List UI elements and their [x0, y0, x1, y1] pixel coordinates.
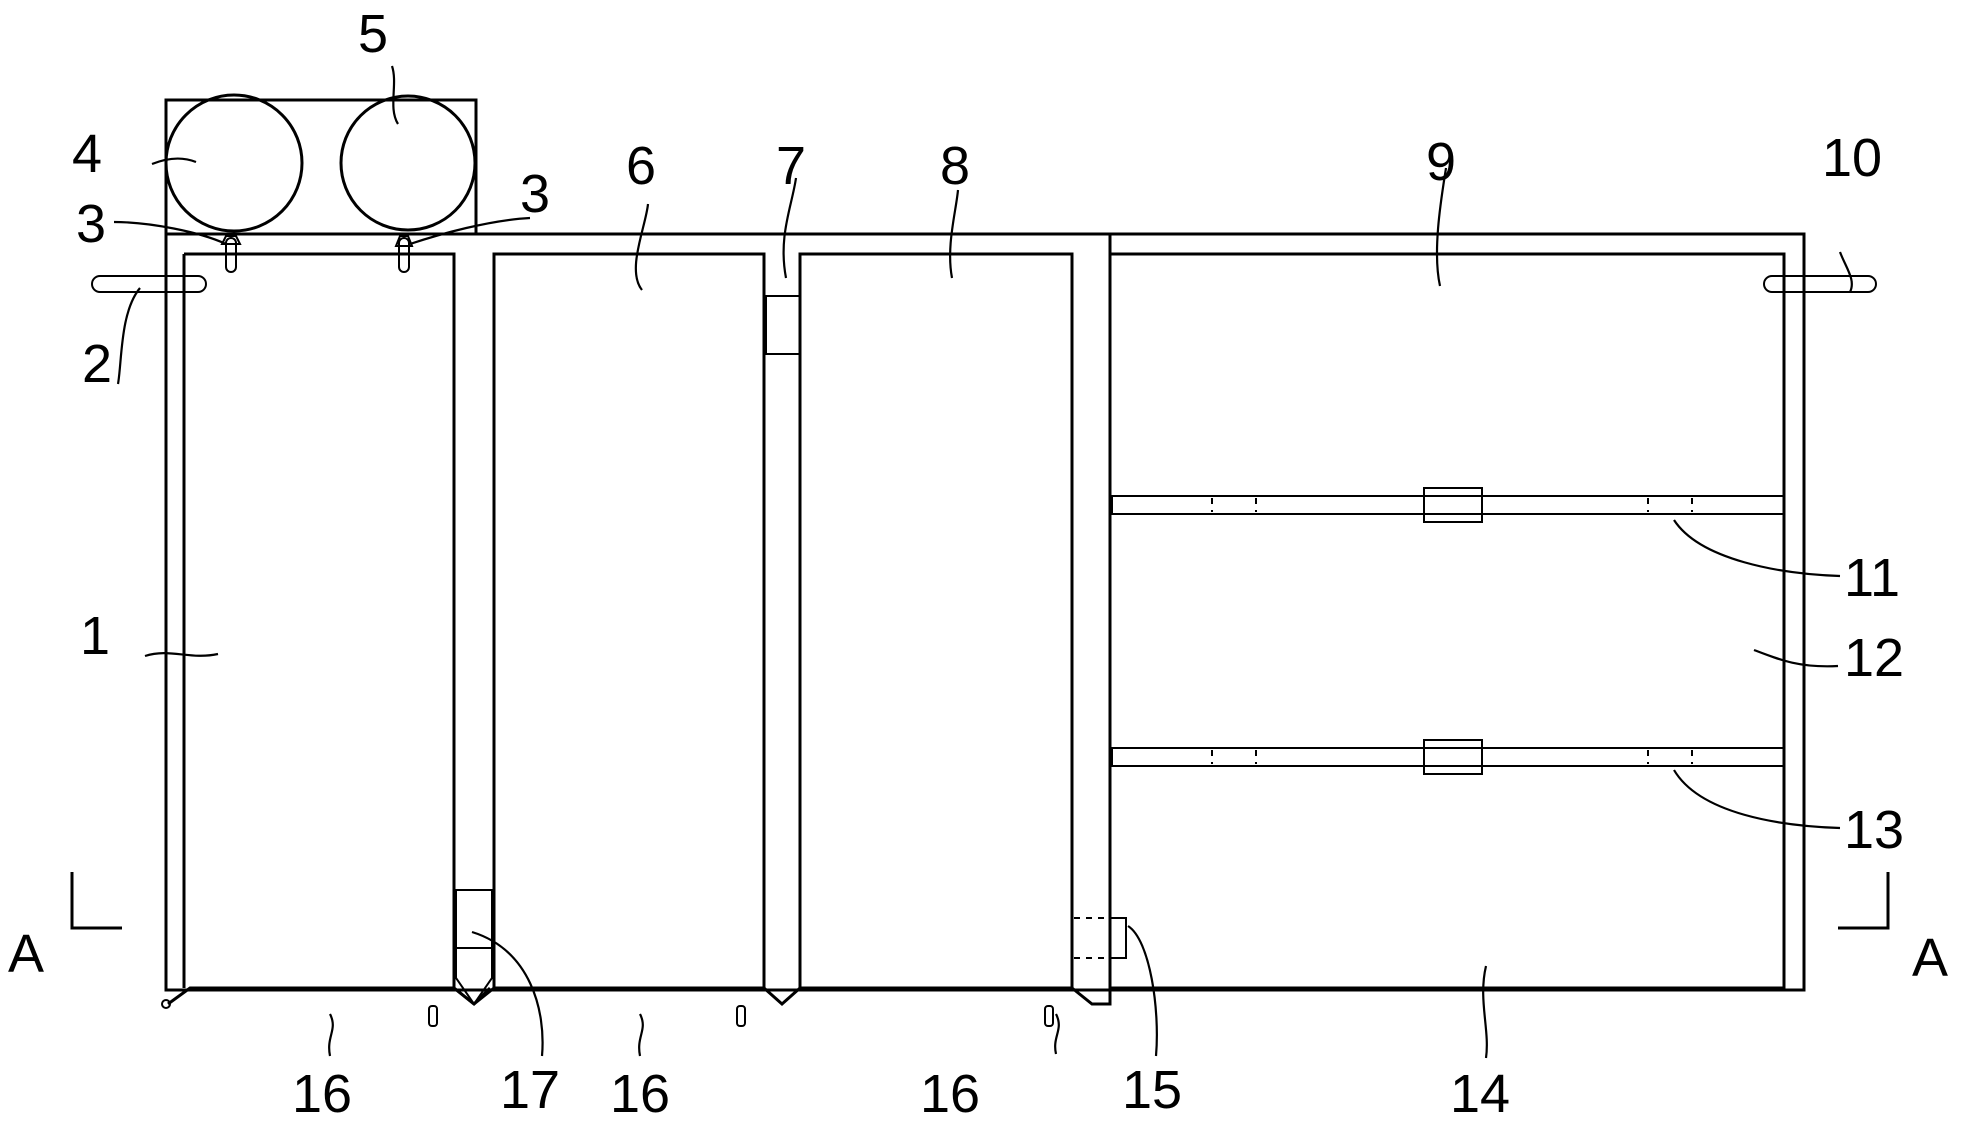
section-marker-left	[70, 872, 122, 930]
label-7: 7	[776, 136, 806, 196]
chamber-6	[473, 252, 801, 1007]
label-16-b: 16	[610, 1064, 670, 1122]
valve-3-left	[220, 235, 242, 273]
label-5: 5	[358, 4, 388, 64]
label-16-c: 16	[920, 1064, 980, 1122]
right-compartment	[1108, 234, 1786, 990]
label-3-right: 3	[520, 164, 550, 224]
plate-11	[1111, 487, 1785, 523]
pump-housing	[164, 93, 478, 236]
label-4: 4	[72, 124, 102, 184]
plate-13	[1111, 739, 1785, 775]
label-15: 15	[1122, 1060, 1182, 1120]
pump-4	[164, 93, 304, 233]
inlet-pipe-2	[91, 275, 207, 293]
label-1: 1	[80, 606, 110, 666]
label-9: 9	[1426, 132, 1456, 192]
drains-16	[428, 1005, 1054, 1027]
section-label-left: A	[8, 924, 44, 984]
label-3-left: 3	[76, 194, 106, 254]
label-12: 12	[1844, 628, 1904, 688]
label-14: 14	[1450, 1064, 1510, 1122]
section-marker-right	[1838, 872, 1890, 930]
valve-3-right	[394, 235, 414, 273]
chamber-1	[161, 252, 492, 1009]
chamber-8	[798, 234, 1112, 1006]
label-13: 13	[1844, 800, 1904, 860]
pump-5	[339, 94, 477, 232]
label-2: 2	[82, 334, 112, 394]
label-8: 8	[940, 136, 970, 196]
label-10: 10	[1822, 128, 1882, 188]
connector-7	[762, 254, 802, 988]
pipe-15	[1074, 917, 1127, 959]
outer-tank	[164, 232, 1806, 992]
label-17: 17	[500, 1060, 560, 1120]
label-6: 6	[626, 136, 656, 196]
outlet-pipe-10	[1763, 275, 1877, 293]
connector-17	[452, 254, 496, 1006]
leader-lines	[113, 65, 1853, 1059]
label-11: 11	[1844, 548, 1900, 608]
label-16-a: 16	[292, 1064, 352, 1122]
section-label-right: A	[1912, 928, 1948, 988]
